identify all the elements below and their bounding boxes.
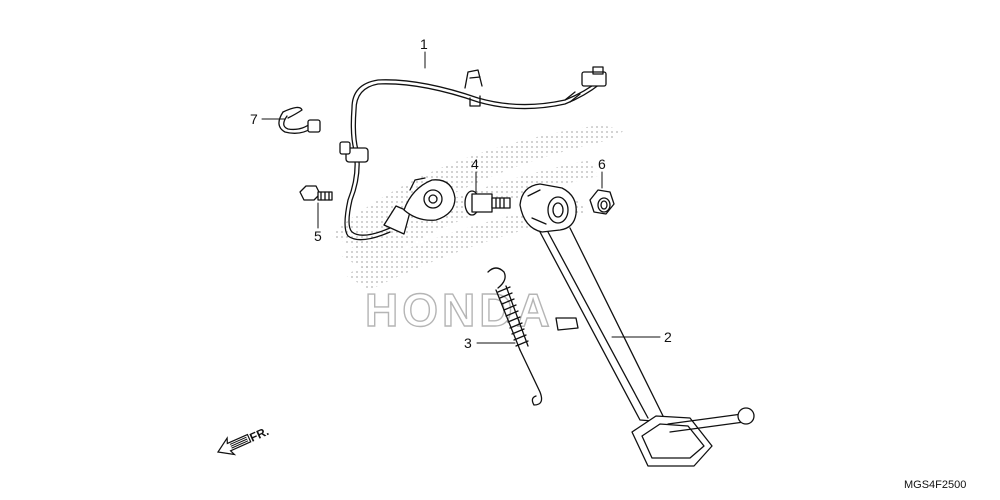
callout-4: 4 bbox=[471, 156, 479, 172]
leader-lines bbox=[261, 51, 661, 344]
callout-1: 1 bbox=[420, 36, 428, 52]
direction-label: FR. bbox=[248, 424, 271, 445]
diagram-code: MGS4F2500 bbox=[904, 479, 966, 491]
pivot-bolt bbox=[464, 190, 511, 216]
flange-nut bbox=[589, 189, 615, 215]
callout-3: 3 bbox=[464, 335, 472, 351]
band-clip bbox=[278, 106, 321, 134]
flange-bolt bbox=[299, 185, 333, 201]
return-spring bbox=[487, 267, 543, 406]
front-direction-arrow-icon bbox=[216, 433, 252, 456]
side-stand bbox=[519, 183, 755, 467]
watermark-wordmark: HONDA bbox=[365, 284, 554, 336]
callout-6: 6 bbox=[598, 156, 606, 172]
callout-5: 5 bbox=[314, 228, 322, 244]
callout-2: 2 bbox=[664, 329, 672, 345]
callout-7: 7 bbox=[250, 111, 258, 127]
side-stand-switch-harness bbox=[339, 66, 607, 241]
